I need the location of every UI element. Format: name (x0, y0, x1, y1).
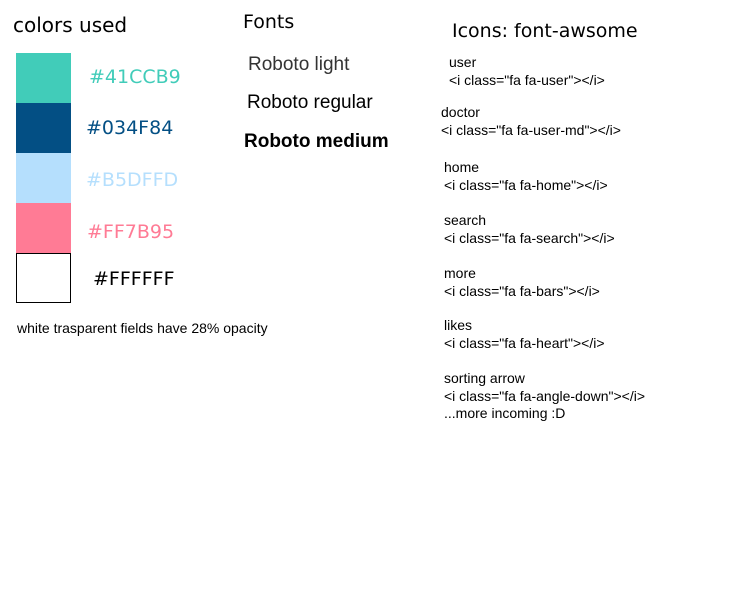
fonts-title: Fonts (243, 11, 295, 33)
icon-entry-name: user (449, 54, 477, 70)
icon-entry-name: search (444, 212, 487, 228)
icon-entry-code: <i class="fa fa-bars"></i> (444, 282, 600, 299)
icons-footer: ...more incoming :D (444, 405, 566, 421)
color-swatch-teal (16, 53, 71, 103)
icon-entry-name: likes (444, 317, 473, 333)
icon-entry-likes: likes <i class="fa fa-heart"></i> (444, 317, 605, 352)
icon-entry-sorting-arrow: sorting arrow <i class="fa fa-angle-down… (444, 370, 645, 423)
color-hex-pink: #FF7B95 (87, 221, 175, 243)
icon-entry-name: sorting arrow (444, 370, 525, 386)
colors-title: colors used (13, 13, 128, 37)
font-sample-medium: Roboto medium (244, 131, 389, 152)
color-swatch-pink (16, 203, 71, 253)
icon-entry-name: home (444, 159, 480, 175)
icon-entry-home: home <i class="fa fa-home"></i> (444, 159, 608, 194)
opacity-note: white trasparent fields have 28% opacity (17, 320, 268, 336)
icon-entry-code: <i class="fa fa-user"></i> (449, 71, 605, 88)
icon-entry-name: more (444, 265, 476, 281)
icon-entry-code: <i class="fa fa-home"></i> (444, 176, 608, 193)
icon-entry-user: user <i class="fa fa-user"></i> (449, 54, 605, 89)
icon-entry-name: doctor (441, 104, 480, 120)
color-hex-navy: #034F84 (86, 117, 174, 139)
color-swatch-navy (16, 103, 71, 153)
font-sample-regular: Roboto regular (247, 92, 373, 113)
icon-entry-more: more <i class="fa fa-bars"></i> (444, 265, 600, 300)
color-hex-teal: #41CCB9 (89, 66, 181, 88)
color-swatch-white (16, 253, 71, 303)
color-swatch-light-blue (16, 153, 71, 203)
icon-entry-doctor: doctor <i class="fa fa-user-md"></i> (441, 104, 621, 139)
color-hex-white: #FFFFFF (93, 268, 175, 290)
icon-entry-search: search <i class="fa fa-search"></i> (444, 212, 615, 247)
icon-entry-code: <i class="fa fa-user-md"></i> (441, 121, 621, 138)
icon-entry-code: <i class="fa fa-search"></i> (444, 229, 615, 246)
icons-title: Icons: font-awsome (452, 20, 638, 42)
color-hex-light-blue: #B5DFFD (86, 169, 179, 191)
icon-entry-code: <i class="fa fa-angle-down"></i> (444, 387, 646, 404)
font-sample-light: Roboto light (248, 54, 350, 75)
icon-entry-code: <i class="fa fa-heart"></i> (444, 334, 605, 351)
